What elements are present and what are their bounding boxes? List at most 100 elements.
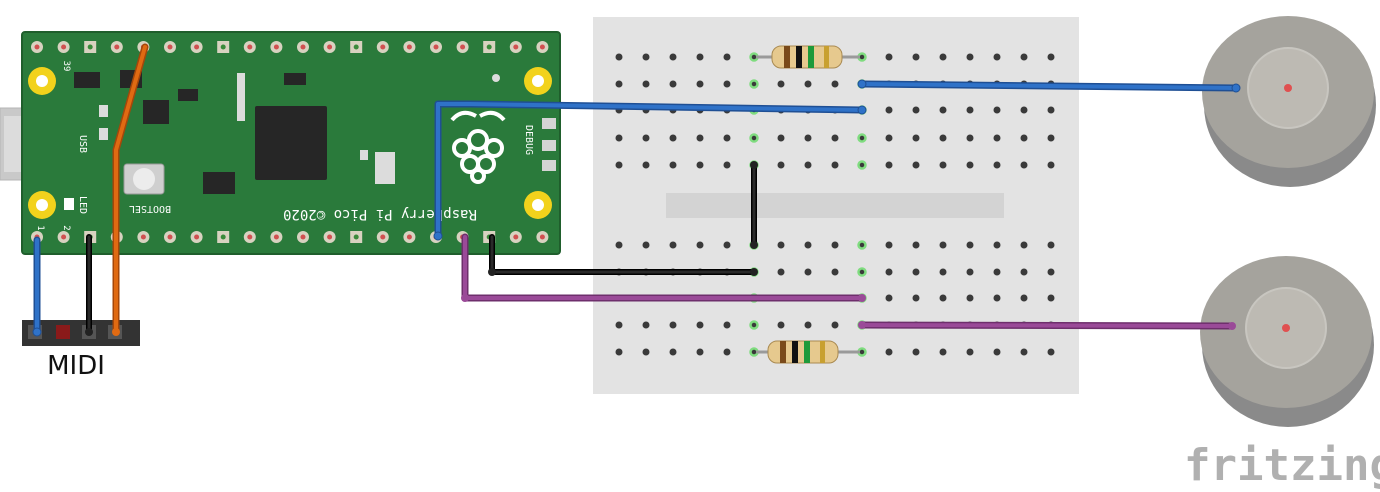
- breadboard-hole: [1047, 161, 1055, 169]
- breadboard-hole: [723, 348, 731, 356]
- breadboard-hole: [939, 106, 947, 114]
- breadboard-hole: [696, 321, 704, 329]
- breadboard-hole: [1047, 106, 1055, 114]
- breadboard-hole: [777, 161, 785, 169]
- breadboard-hole: [966, 53, 974, 61]
- breadboard-hole: [939, 161, 947, 169]
- breadboard-hole: [615, 321, 623, 329]
- breadboard-hole: [966, 241, 974, 249]
- pico-pin-hole: [273, 44, 279, 50]
- breadboard-hole: [1020, 106, 1028, 114]
- breadboard-hole: [696, 80, 704, 88]
- pin-39-label: 39: [61, 61, 71, 72]
- breadboard-hole: [1020, 161, 1028, 169]
- pico-pin-hole: [167, 234, 173, 240]
- breadboard-hole: [1020, 53, 1028, 61]
- pico-pin-hole: [380, 44, 386, 50]
- breadboard-hole: [723, 321, 731, 329]
- debug-label: DEBUG: [523, 125, 534, 155]
- breadboard-hole: [1020, 134, 1028, 142]
- breadboard-hole: [912, 294, 920, 302]
- breadboard-hole: [804, 268, 812, 276]
- pico-pin-hole: [406, 44, 412, 50]
- breadboard-hole: [993, 348, 1001, 356]
- breadboard-hole: [831, 241, 839, 249]
- midi-label: MIDI: [47, 351, 105, 381]
- pico-pin-hole: [300, 44, 306, 50]
- breadboard-hole: [912, 53, 920, 61]
- breadboard-hole: [777, 134, 785, 142]
- breadboard-hole: [749, 133, 759, 143]
- breadboard-hole: [1020, 268, 1028, 276]
- wire-endpoints: [32, 79, 1241, 337]
- breadboard-hole: [993, 106, 1001, 114]
- breadboard-hole: [939, 348, 947, 356]
- breadboard-hole: [1047, 241, 1055, 249]
- breadboard-hole: [885, 53, 893, 61]
- pico-pin-hole: [61, 234, 67, 240]
- pico-pin-hole: [353, 234, 359, 240]
- breadboard-hole: [939, 241, 947, 249]
- pico-pin-hole: [327, 234, 333, 240]
- piezo-sensor-top: [1202, 16, 1376, 187]
- led: [64, 198, 74, 210]
- breadboard-hole: [1020, 348, 1028, 356]
- pico-pin-hole: [539, 234, 545, 240]
- breadboard-hole: [1047, 268, 1055, 276]
- breadboard-hole: [885, 348, 893, 356]
- breadboard-hole: [615, 161, 623, 169]
- breadboard-hole: [642, 134, 650, 142]
- breadboard-hole: [939, 53, 947, 61]
- breadboard-hole: [885, 268, 893, 276]
- breadboard-hole: [777, 321, 785, 329]
- breadboard-hole: [777, 80, 785, 88]
- pico-pin-hole: [353, 44, 359, 50]
- breadboard-hole: [615, 80, 623, 88]
- breadboard-hole: [993, 134, 1001, 142]
- breadboard-hole: [966, 161, 974, 169]
- breadboard-hole: [696, 161, 704, 169]
- breadboard-hole: [939, 268, 947, 276]
- breadboard-hole: [885, 161, 893, 169]
- breadboard-hole: [993, 294, 1001, 302]
- breadboard-hole: [642, 161, 650, 169]
- pico-pin-hole: [273, 234, 279, 240]
- breadboard-hole: [696, 134, 704, 142]
- breadboard-hole: [885, 241, 893, 249]
- pico-pin-hole: [140, 234, 146, 240]
- breadboard-hole: [966, 106, 974, 114]
- breadboard-hole: [857, 267, 867, 277]
- pico-pin-hole: [194, 44, 200, 50]
- breadboard-hole: [1020, 241, 1028, 249]
- breadboard-hole: [615, 134, 623, 142]
- pico-pin-hole: [513, 234, 519, 240]
- breadboard-hole: [777, 268, 785, 276]
- breadboard-hole: [912, 106, 920, 114]
- breadboard-hole: [642, 80, 650, 88]
- breadboard-hole: [804, 134, 812, 142]
- breadboard-hole: [885, 134, 893, 142]
- breadboard-hole: [993, 268, 1001, 276]
- breadboard-hole: [723, 134, 731, 142]
- breadboard-hole: [777, 241, 785, 249]
- breadboard-hole: [615, 53, 623, 61]
- pico-pin-hole: [247, 44, 253, 50]
- pico-pin-hole: [406, 234, 412, 240]
- breadboard-hole: [1047, 53, 1055, 61]
- breadboard-hole: [642, 53, 650, 61]
- breadboard-hole: [831, 268, 839, 276]
- breadboard-hole: [993, 161, 1001, 169]
- pico-pin-hole: [114, 44, 120, 50]
- piezo-sensor-bottom: [1200, 256, 1374, 427]
- pico-pin-hole: [300, 234, 306, 240]
- breadboard-hole: [1047, 294, 1055, 302]
- pico-pin-hole: [194, 234, 200, 240]
- pico-pin-pads: [31, 41, 549, 243]
- breadboard-hole: [615, 241, 623, 249]
- breadboard-hole: [912, 348, 920, 356]
- led-label: LED: [77, 196, 88, 214]
- breadboard-hole: [857, 133, 867, 143]
- breadboard-hole: [723, 161, 731, 169]
- breadboard-hole: [831, 321, 839, 329]
